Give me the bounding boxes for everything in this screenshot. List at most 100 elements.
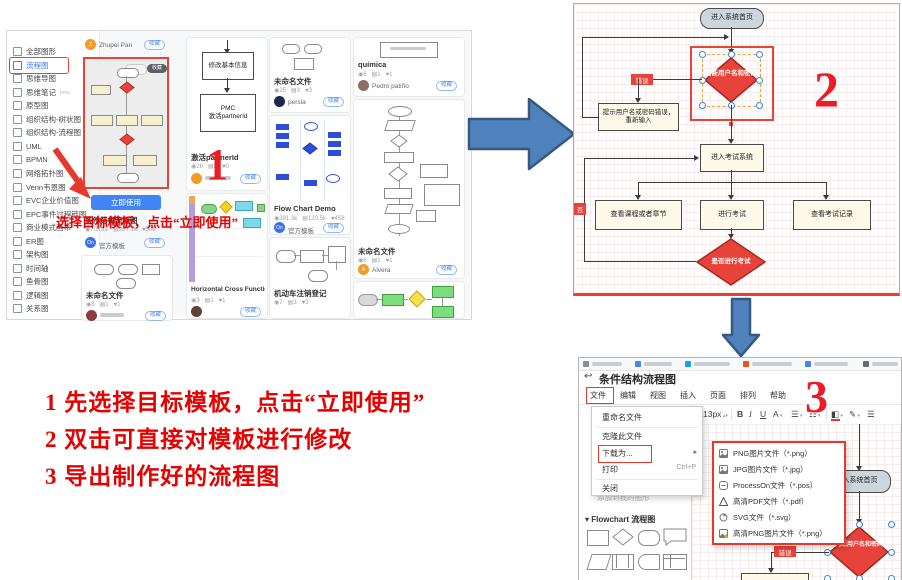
- favorite-button[interactable]: 收藏: [144, 40, 166, 50]
- favorite-button[interactable]: 收藏: [323, 97, 345, 107]
- selection-handle[interactable]: [888, 549, 895, 556]
- sidebar-item-timeline[interactable]: 时间轴: [13, 262, 97, 275]
- template-card[interactable]: 机动车注销登记 ◉7▤3♥3: [269, 237, 351, 319]
- submenu-item-jpg[interactable]: JPG图片文件（*.jpg）: [719, 462, 839, 477]
- sidebar-item-network[interactable]: 网络拓扑图: [13, 167, 97, 180]
- favorite-button[interactable]: 收藏: [144, 238, 166, 248]
- line-style-button[interactable]: ☰: [867, 409, 875, 419]
- italic-button[interactable]: I: [749, 409, 752, 419]
- sidebar-item-business-canvas[interactable]: 商业模式画布: [13, 221, 97, 234]
- template-card[interactable]: [353, 281, 465, 319]
- bookmark-item[interactable]: [583, 361, 622, 367]
- favorite-button[interactable]: 收藏: [436, 265, 458, 275]
- favorite-button[interactable]: 收藏: [145, 311, 167, 321]
- sidebar-item-logic[interactable]: 逻辑图: [13, 289, 97, 302]
- selection-handle[interactable]: [856, 521, 863, 528]
- sidebar-item-relation[interactable]: 关系图: [13, 302, 97, 315]
- sidebar-item-mindmap[interactable]: 思维导图: [13, 72, 97, 85]
- selection-handle[interactable]: [699, 77, 706, 84]
- flow-node-take-exam[interactable]: 进行考试: [700, 200, 764, 230]
- shape-callout[interactable]: [663, 528, 687, 546]
- selection-handle[interactable]: [756, 51, 763, 58]
- shape-section-header[interactable]: ▾ Flowchart 流程图: [585, 515, 656, 524]
- template-card[interactable]: 未命名文件 ◉8▤1♥1 收藏: [81, 255, 173, 321]
- sidebar-item-architecture[interactable]: 架构图: [13, 248, 97, 261]
- menu-arrange[interactable]: 排列: [740, 391, 756, 400]
- selection-handle[interactable]: [756, 102, 763, 109]
- line-color-button[interactable]: ✎ ▾: [849, 409, 861, 419]
- flow-node-error-partial[interactable]: [741, 573, 809, 580]
- selection-handle[interactable]: [728, 51, 735, 58]
- menu-help[interactable]: 帮助: [770, 391, 786, 400]
- bookmark-item[interactable]: [743, 361, 792, 367]
- sidebar-item-fishbone[interactable]: 鱼骨图: [13, 275, 97, 288]
- favorite-button[interactable]: 收藏: [240, 307, 262, 317]
- flow-node-view-records[interactable]: 查看考试记录: [793, 200, 871, 230]
- sidebar-item-uml[interactable]: UML: [13, 140, 97, 153]
- favorite-button[interactable]: 收藏: [436, 81, 458, 91]
- use-now-button[interactable]: 立即使用: [91, 195, 161, 210]
- submenu-item-svg[interactable]: SVG文件（*.svg）: [719, 510, 839, 525]
- sidebar-item-bpmn[interactable]: BPMN: [13, 153, 97, 166]
- submenu-item-png[interactable]: PNG图片文件（*.png）: [719, 446, 839, 461]
- menu-insert[interactable]: 插入: [680, 391, 696, 400]
- selection-handle[interactable]: [756, 77, 763, 84]
- menu-item-print[interactable]: 打印: [602, 465, 618, 474]
- shape-parallelogram[interactable]: [586, 554, 612, 570]
- flow-node-error[interactable]: 提示用户名或密码错误，重新输入: [598, 103, 679, 131]
- sidebar-item-org-tree[interactable]: 组织结构-树状图: [13, 113, 97, 126]
- favorite-badge[interactable]: 收藏: [147, 64, 167, 73]
- shape-stadium[interactable]: [638, 530, 660, 546]
- menu-file[interactable]: 文件: [590, 391, 606, 400]
- underline-button[interactable]: U: [760, 409, 767, 419]
- bookmark-item[interactable]: [863, 361, 898, 367]
- sidebar-item-all-shapes[interactable]: 全部图形: [13, 45, 97, 58]
- flow-node-enter-exam[interactable]: 进入考试系统: [700, 144, 764, 172]
- shape-diamond[interactable]: [612, 528, 634, 546]
- favorite-button[interactable]: 收藏: [323, 223, 345, 233]
- selection-handle[interactable]: [856, 575, 863, 580]
- flow-node-view-course[interactable]: 查看课程或者章节: [595, 200, 682, 230]
- menu-view[interactable]: 视图: [650, 391, 666, 400]
- selection-handle[interactable]: [699, 51, 706, 58]
- template-card[interactable]: 未命名文件 ◉25▤3♥3 persia 收藏: [269, 37, 351, 113]
- sidebar-item-epc[interactable]: EPC事件过程链图: [13, 208, 97, 221]
- bold-button[interactable]: B: [737, 409, 744, 419]
- list-button[interactable]: ☷ ▾: [809, 409, 821, 419]
- shape-rectangle[interactable]: [587, 530, 609, 546]
- sidebar-item-org-flow[interactable]: 组织结构-流程图: [13, 126, 97, 139]
- template-card[interactable]: química ◉6▤1♥1 Pedro patiño 收藏: [353, 37, 465, 97]
- flow-node-start[interactable]: 进入系统首页: [700, 8, 764, 29]
- menu-edit[interactable]: 编辑: [620, 391, 636, 400]
- selection-handle[interactable]: [888, 521, 895, 528]
- sidebar-item-flowchart[interactable]: 流程图: [13, 59, 97, 72]
- shape-curved-rect[interactable]: [638, 554, 660, 570]
- submenu-item-pos[interactable]: ProcessOn文件（*.pos）: [719, 478, 839, 493]
- sidebar-item-evc[interactable]: EVC企业价值图: [13, 194, 97, 207]
- favorite-button[interactable]: 收藏: [240, 174, 262, 184]
- menu-page[interactable]: 页面: [710, 391, 726, 400]
- template-card[interactable]: 修改基本信息 PMC 激活partnerId 激活partnerId ◉26▤2…: [186, 37, 268, 191]
- menu-item-clone[interactable]: 克隆此文件: [602, 432, 642, 441]
- menu-item-rename[interactable]: 重命名文件: [602, 413, 642, 422]
- font-size-stepper[interactable]: 13px ▴▾: [703, 409, 728, 419]
- fill-color-button[interactable]: ◧ ▾: [831, 409, 843, 419]
- bookmark-item[interactable]: [805, 361, 848, 367]
- shape-predefined-process[interactable]: [612, 554, 634, 570]
- template-preview[interactable]: 收藏: [83, 57, 169, 189]
- menu-item-download-as[interactable]: 下载为...: [602, 449, 633, 458]
- flow-node-decision2[interactable]: [696, 238, 766, 286]
- sidebar-item-er[interactable]: ER图: [13, 235, 97, 248]
- selection-handle[interactable]: [699, 102, 706, 109]
- template-card[interactable]: Horizontal Cross Functiona... ◉3▤1♥1 收藏: [186, 193, 268, 319]
- selection-handle[interactable]: [888, 575, 895, 580]
- flow-node-decision1[interactable]: [704, 57, 758, 103]
- menu-item-close[interactable]: 关闭: [602, 484, 618, 493]
- align-button[interactable]: ☰ ▾: [791, 409, 803, 419]
- submenu-item-hd-png[interactable]: 高清PNG图片文件（*.png）: [719, 526, 839, 541]
- selection-handle[interactable]: [824, 575, 831, 580]
- template-card[interactable]: Flow Chart Demo ◉381.3k▤120.5k♥458 On 官方…: [269, 115, 351, 235]
- back-icon[interactable]: ↩: [584, 371, 593, 382]
- shape-split-rect[interactable]: [663, 554, 687, 570]
